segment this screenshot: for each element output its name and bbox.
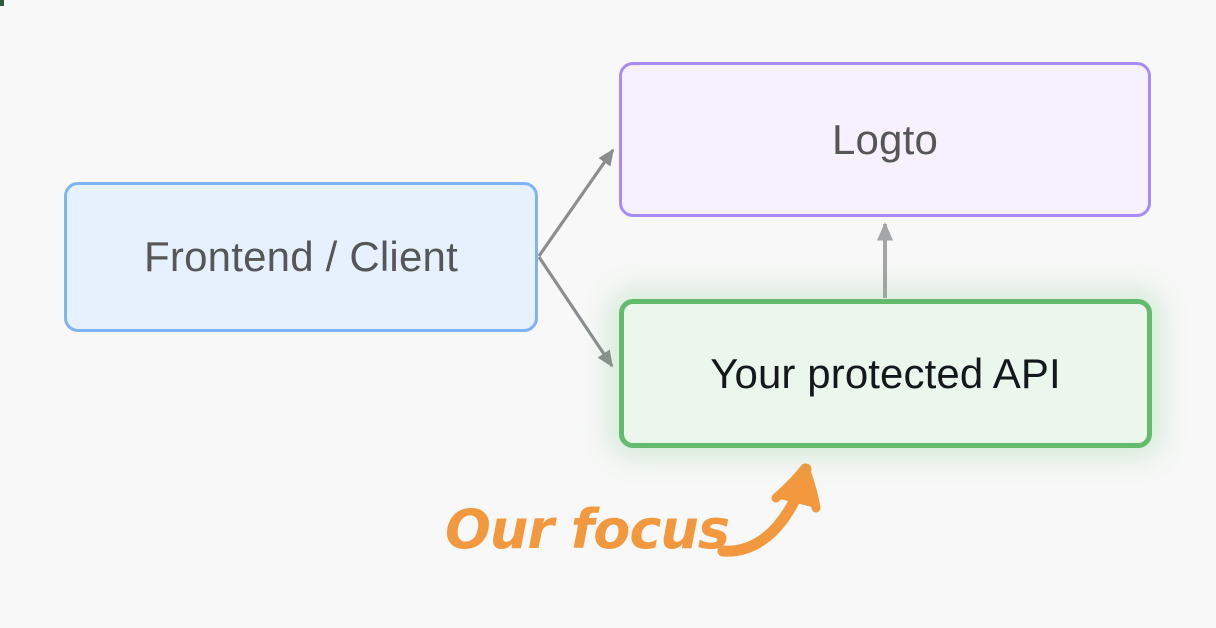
node-frontend-client-label: Frontend / Client	[144, 233, 458, 280]
node-frontend-client[interactable]: Frontend / Client	[64, 182, 538, 332]
connector-frontend-to-api	[537, 256, 614, 368]
our-focus-annotation-label: Our focus	[445, 498, 730, 561]
corner-artifact	[0, 0, 4, 6]
node-logto-label: Logto	[831, 115, 939, 163]
node-your-protected-api-label: Your protected API	[710, 349, 1061, 397]
our-focus-arrow-icon	[717, 463, 821, 557]
connector-frontend-to-logto	[537, 148, 615, 257]
node-logto[interactable]: Logto	[619, 62, 1151, 217]
node-your-protected-api[interactable]: Your protected API	[619, 299, 1152, 448]
